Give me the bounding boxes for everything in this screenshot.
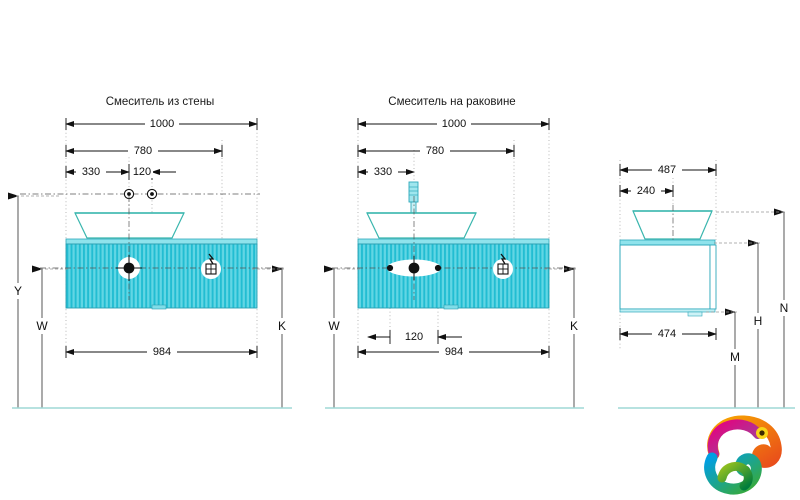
dim-label-H-view3: H <box>754 314 763 328</box>
dim-984-view1: 984 <box>65 344 258 358</box>
dim-K-view2: K <box>544 265 582 408</box>
dim-label-780-view1: 780 <box>134 145 152 157</box>
basin-view1 <box>74 212 185 239</box>
dim-label-W-view2: W <box>328 319 340 333</box>
wall-faucet-inlet-right <box>146 188 158 200</box>
dim-330-120-view1: 330 120 <box>65 164 176 180</box>
dim-label-330-view1: 330 <box>82 166 100 178</box>
dim-label-780-view2: 780 <box>426 145 444 157</box>
dim-label-984-view1: 984 <box>153 346 171 358</box>
cabinet-view2 <box>357 238 550 310</box>
dim-240-view3: 240 <box>619 183 674 197</box>
dim-label-M-view3: M <box>730 350 740 364</box>
dim-W-view1: W <box>32 265 70 408</box>
view-wall-faucet: Смеситель из стены 1000 780 <box>8 96 290 408</box>
dim-W-view2: W <box>324 265 362 408</box>
basin-view2 <box>366 212 477 239</box>
view-side: 487 240 474 <box>619 160 792 408</box>
dim-M-view3: M <box>706 308 743 408</box>
dim-label-330-view2: 330 <box>374 166 392 178</box>
electrical-outlet-symbol-view1 <box>201 253 221 279</box>
dim-label-1000-view2: 1000 <box>442 118 466 130</box>
dim-label-W-view1: W <box>36 319 48 333</box>
basin-view3 <box>632 205 713 250</box>
view-title-wall-faucet: Смеситель из стены <box>106 96 215 108</box>
dim-780-view1: 780 <box>65 143 223 157</box>
dim-label-474-view3: 474 <box>658 328 676 340</box>
dim-label-N-view3: N <box>780 301 789 315</box>
dim-120-view2: 120 <box>367 329 462 344</box>
chameleon-logo <box>704 415 782 495</box>
dim-label-Y-view1: Y <box>14 284 22 298</box>
dim-1000-view1: 1000 <box>65 116 258 130</box>
dim-1000-view2: 1000 <box>357 116 550 130</box>
dim-label-487-view3: 487 <box>658 164 676 176</box>
cabinet-view1 <box>65 238 258 310</box>
dim-984-view2: 984 <box>357 344 550 358</box>
dim-330-view2: 330 <box>357 164 415 178</box>
electrical-outlet-symbol-view2 <box>493 253 513 279</box>
view-basin-faucet: Смеситель на раковине 1000 780 <box>324 96 582 408</box>
dim-label-120-view2: 120 <box>405 331 423 343</box>
dim-487-view3: 487 <box>619 162 717 176</box>
cabinet-view3 <box>619 239 717 317</box>
dim-label-984-view2: 984 <box>445 346 463 358</box>
dim-label-120-view1: 120 <box>133 166 151 178</box>
dim-Y-view1: Y <box>8 192 60 408</box>
drain-symbol-view2 <box>386 256 442 280</box>
dim-label-1000-view1: 1000 <box>150 118 174 130</box>
wall-faucet-inlet-left <box>123 188 135 200</box>
view-title-basin-faucet: Смеситель на раковине <box>388 96 515 108</box>
dim-H-view3: H <box>714 239 766 408</box>
projection-lines-3 <box>619 160 717 350</box>
dim-label-K-view1: K <box>278 319 286 333</box>
dim-label-K-view2: K <box>570 319 578 333</box>
drain-symbol-view1 <box>116 255 142 281</box>
dim-label-240-view3: 240 <box>637 185 655 197</box>
dim-474-view3: 474 <box>619 326 717 340</box>
dim-780-view2: 780 <box>357 143 515 157</box>
dim-N-view3: N <box>716 208 792 408</box>
dim-K-view1: K <box>252 265 290 408</box>
